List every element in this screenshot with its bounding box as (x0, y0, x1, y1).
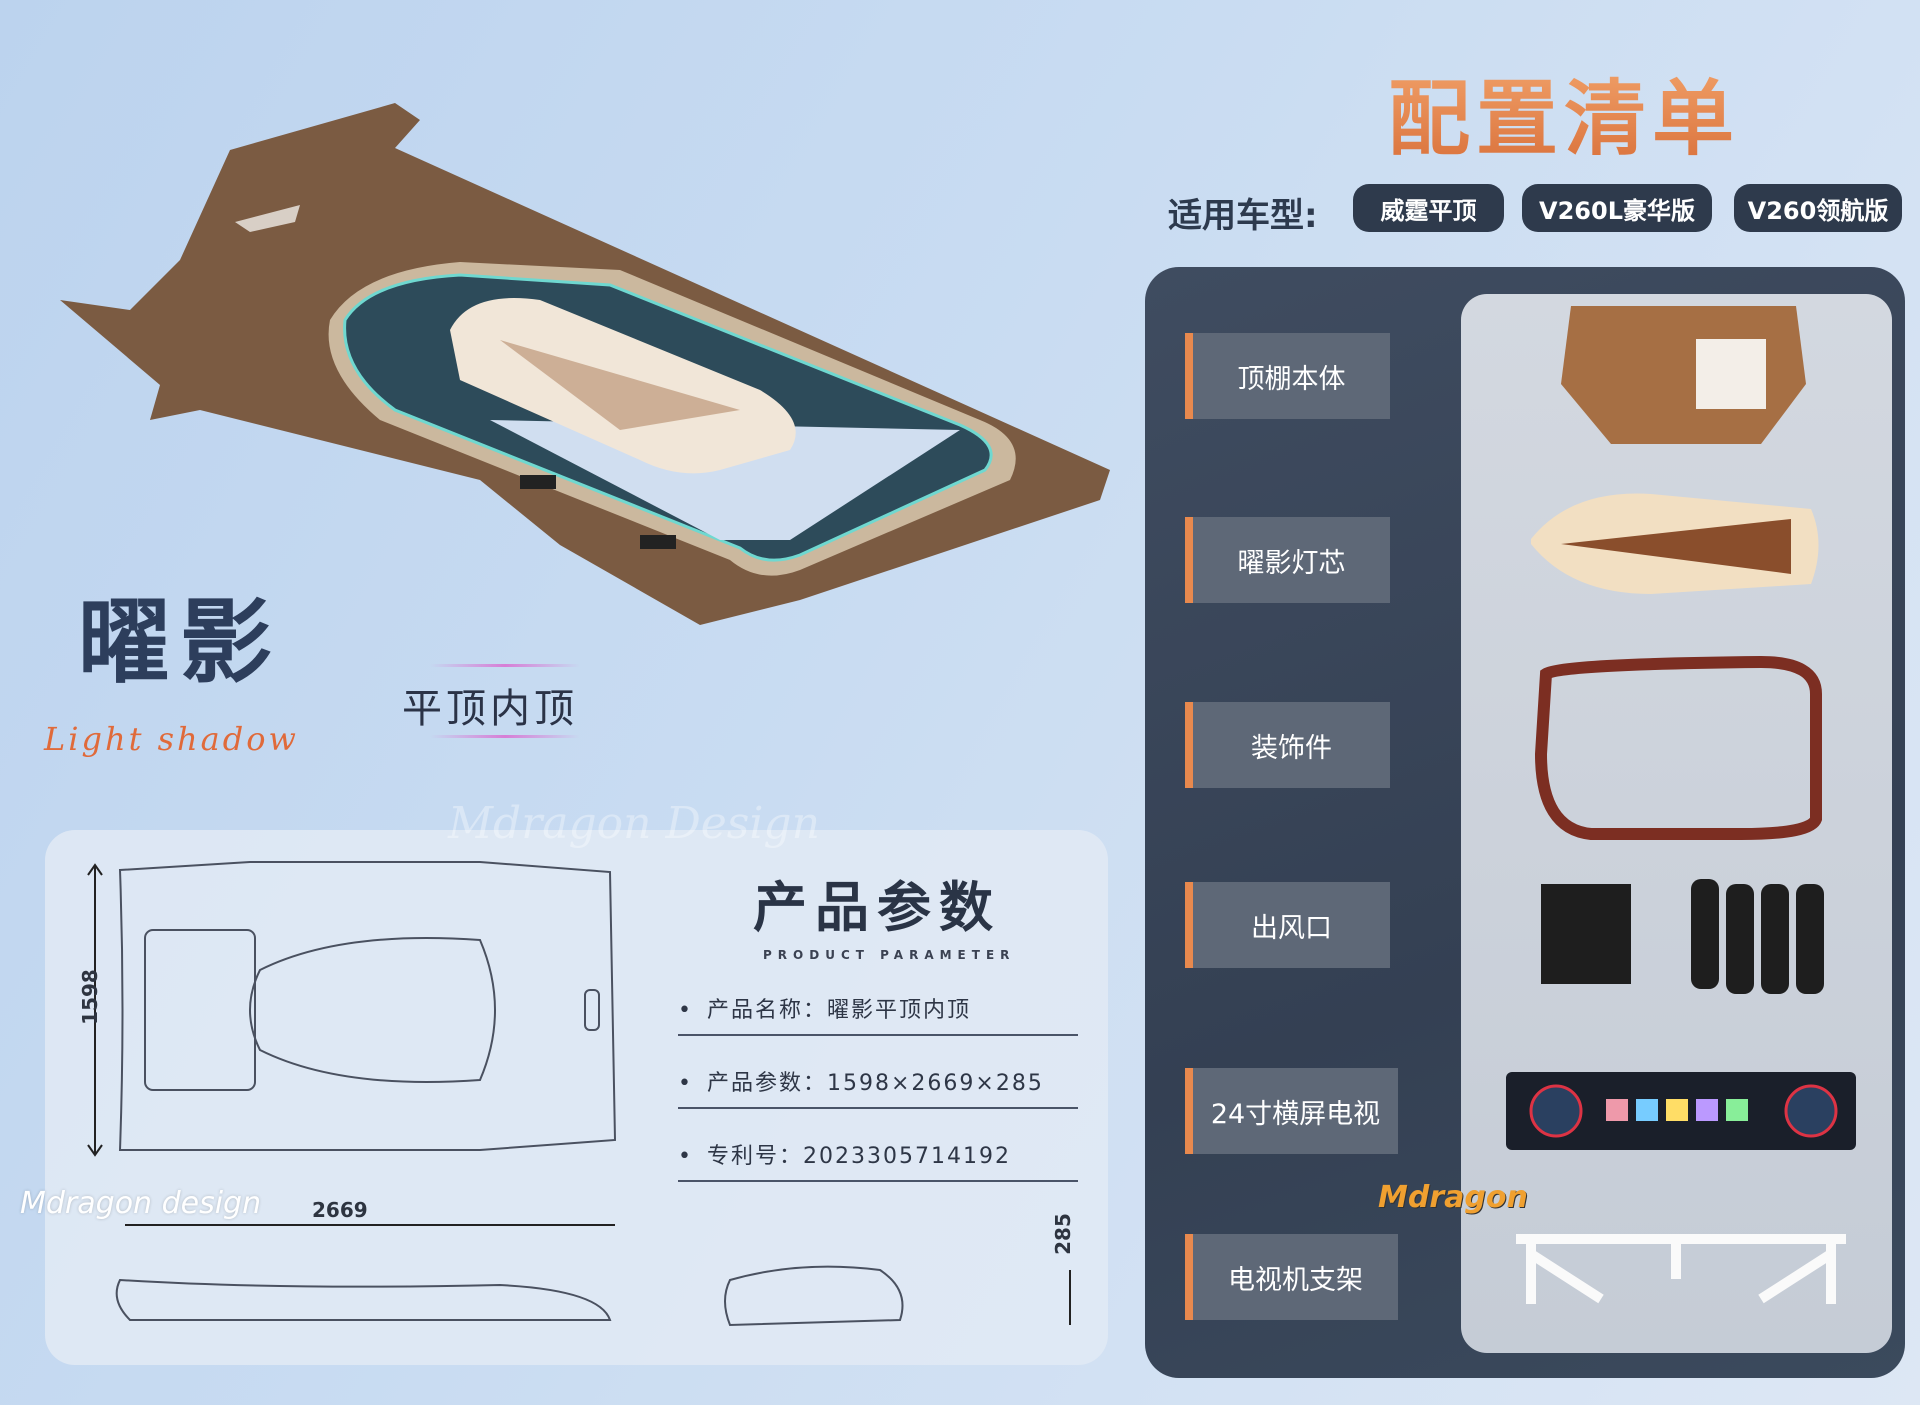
params-title: 产品参数 (753, 876, 1001, 939)
param-row: 专利号：2023305714192 (678, 1144, 1078, 1183)
tv-bracket-thumbnail (1516, 1234, 1846, 1304)
config-item: 曜影灯芯 (1185, 517, 1390, 603)
config-item: 24寸横屏电视 (1185, 1068, 1398, 1154)
component-images (1506, 306, 1856, 1304)
config-item: 装饰件 (1185, 702, 1390, 788)
models-label: 适用车型: (1168, 196, 1318, 236)
divider (430, 664, 580, 667)
length-dimension: 2669 (312, 1198, 368, 1222)
model-badge: 威霆平顶 (1353, 184, 1504, 232)
config-item: 顶棚本体 (1185, 333, 1390, 419)
config-item: 出风口 (1185, 882, 1390, 968)
watermark: Mdragon design (20, 1186, 262, 1221)
mdragon-logo: Mdragon (1378, 1180, 1528, 1215)
params-subtitle: PRODUCT PARAMETER (763, 948, 1016, 962)
config-list-title: 配置清单 (1388, 52, 1740, 171)
brand-name: 曜影 (78, 589, 283, 696)
headliner-illustration (60, 103, 1110, 625)
logo-text: Mdragon (1378, 1180, 1528, 1215)
model-badge: V260领航版 (1734, 184, 1902, 232)
headliner-thumbnail (1561, 306, 1806, 444)
param-row: 产品名称：曜影平顶内顶 (678, 998, 1078, 1037)
air-vent-thumbnail (1541, 879, 1824, 994)
model-badge: V260L豪华版 (1522, 184, 1712, 232)
depth-dimension: 285 (1050, 1213, 1075, 1255)
config-item: 电视机支架 (1185, 1234, 1398, 1320)
technical-drawing (87, 861, 1071, 1327)
brand-script: Light shadow (44, 720, 299, 758)
height-dimension: 1598 (77, 969, 102, 1025)
watermark: Mdragon Design (448, 798, 820, 849)
product-subtitle: 平顶内顶 (402, 686, 578, 732)
trim-thumbnail (1534, 655, 1822, 840)
param-row: 产品参数：1598×2669×285 (678, 1071, 1078, 1110)
divider (430, 735, 580, 738)
